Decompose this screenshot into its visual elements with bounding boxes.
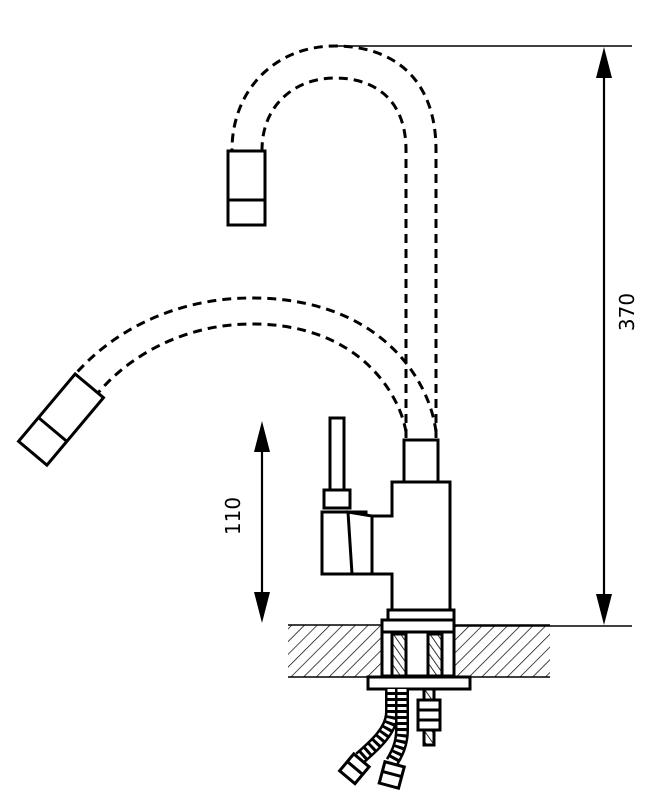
dimension-label-110: 110 [221, 497, 245, 535]
spout-nozzle-lowered [16, 371, 106, 468]
spout-lowered-dashed [70, 296, 438, 433]
dimension-arrow-110 [254, 421, 270, 623]
faucet-body [370, 438, 456, 622]
lever-handle [320, 416, 374, 576]
supply-hose-right [377, 689, 409, 791]
supply-hose-left [337, 689, 399, 786]
dimension-extension-lines [335, 45, 632, 627]
mounting-plate [366, 675, 472, 691]
mounting-stud [416, 687, 442, 747]
spout-collar [402, 438, 440, 484]
main-body [370, 480, 452, 618]
dimension-label-370: 370 [615, 293, 639, 331]
mounting-shank [380, 618, 456, 678]
spout-nozzle-upright [226, 149, 267, 227]
spout-upright-dashed [230, 44, 438, 438]
dimension-arrow-370 [596, 47, 612, 625]
